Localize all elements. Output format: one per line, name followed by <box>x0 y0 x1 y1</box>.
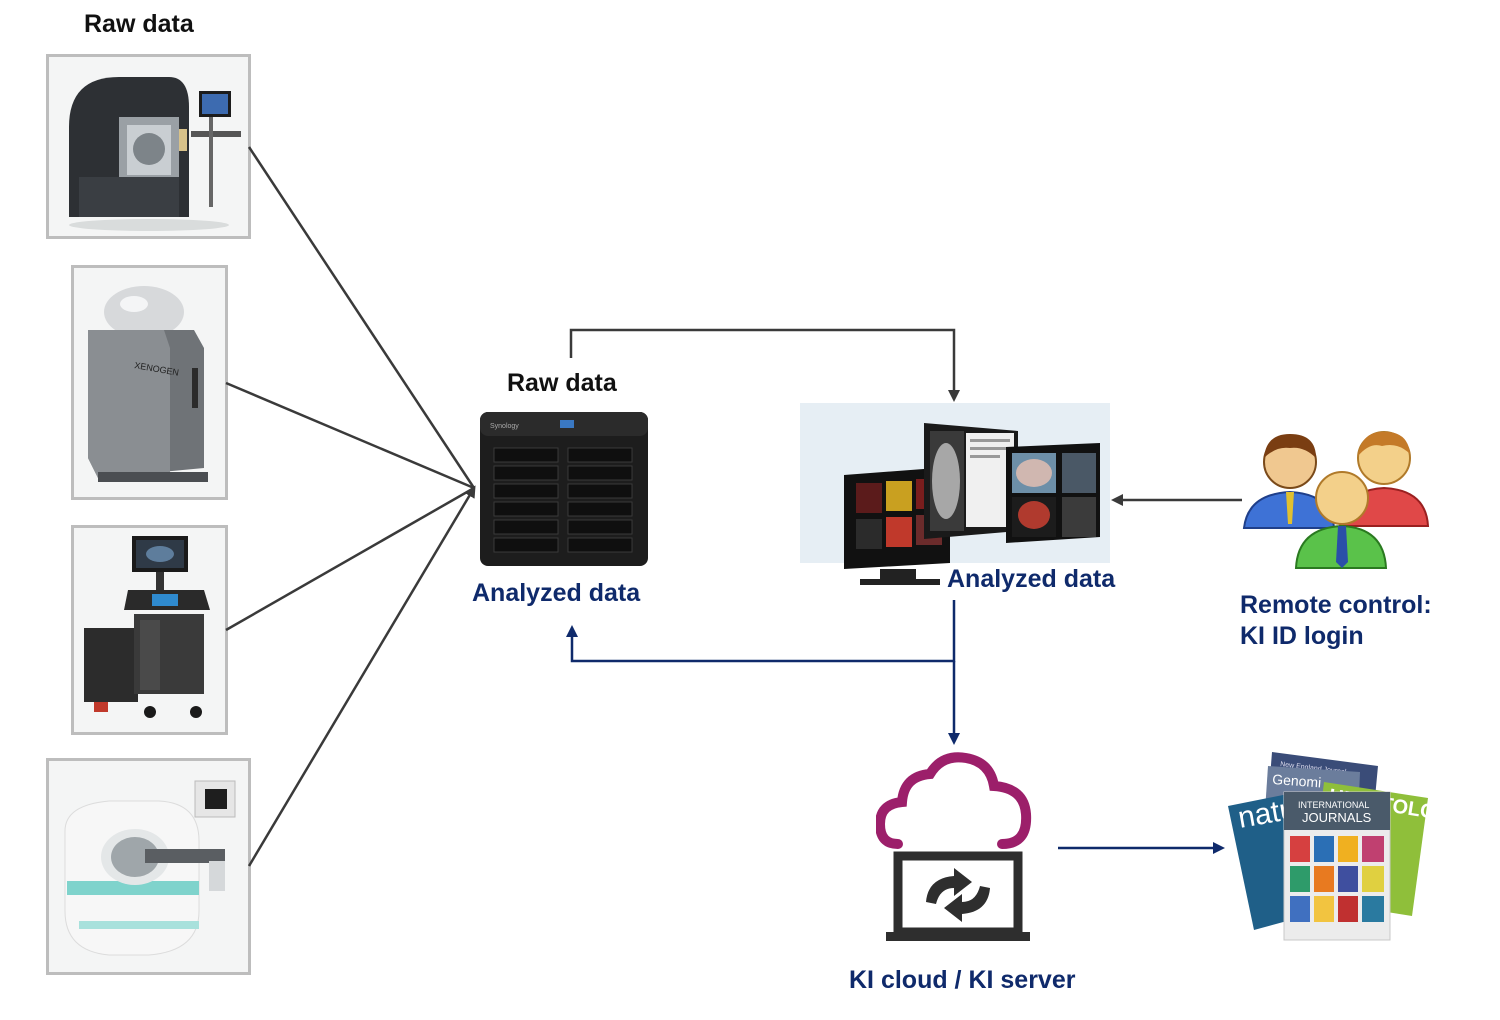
remote-control-label: Remote control: <box>1240 591 1432 619</box>
workstation-to-nas-arrow <box>566 600 956 663</box>
ct-scanner-image <box>69 77 241 231</box>
nas-analyzed-data-label: Analyzed data <box>472 579 641 607</box>
cloud-icon <box>874 752 1032 849</box>
instrument-to-nas-lines <box>225 146 476 867</box>
nas-drive-bays <box>493 447 633 553</box>
ultrasound-image <box>84 536 210 718</box>
nas-brand: Synology <box>490 423 519 430</box>
nas-to-workstation-arrow <box>569 328 960 402</box>
sync-icon <box>926 868 990 922</box>
ki-cloud-label: KI cloud / KI server <box>849 966 1076 994</box>
instrument-ultrasound <box>71 525 228 735</box>
workstation-analyzed-data-label: Analyzed data <box>947 565 1116 593</box>
nas-raw-data-label: Raw data <box>507 369 617 397</box>
remote-users-icon <box>1238 428 1434 576</box>
mri-image <box>64 780 236 956</box>
analysis-workstation <box>800 403 1110 585</box>
workstation-image <box>844 423 1100 585</box>
ivis-imager-image: XENOGEN <box>88 286 208 482</box>
laptop-icon <box>886 851 1030 941</box>
raw-data-title: Raw data <box>84 10 194 38</box>
journals-publications: New England Journal Genomi HEPATOLOGY na… <box>1228 752 1466 944</box>
journal-intl-line2: JOURNALS <box>1302 810 1372 825</box>
nas-storage-device: Synology <box>478 410 650 568</box>
instrument-ct-scanner <box>46 54 251 239</box>
nas-image: Synology <box>480 412 648 566</box>
journal-covers-grid <box>1290 836 1384 922</box>
journal-intl-line1: INTERNATIONAL <box>1298 800 1369 810</box>
monitor-right <box>1006 443 1100 543</box>
journal-genome: Genomi <box>1272 771 1322 790</box>
ki-cloud-server-icon <box>874 752 1036 947</box>
ki-id-login-label: KI ID login <box>1240 622 1364 650</box>
instrument-mri <box>46 758 251 975</box>
